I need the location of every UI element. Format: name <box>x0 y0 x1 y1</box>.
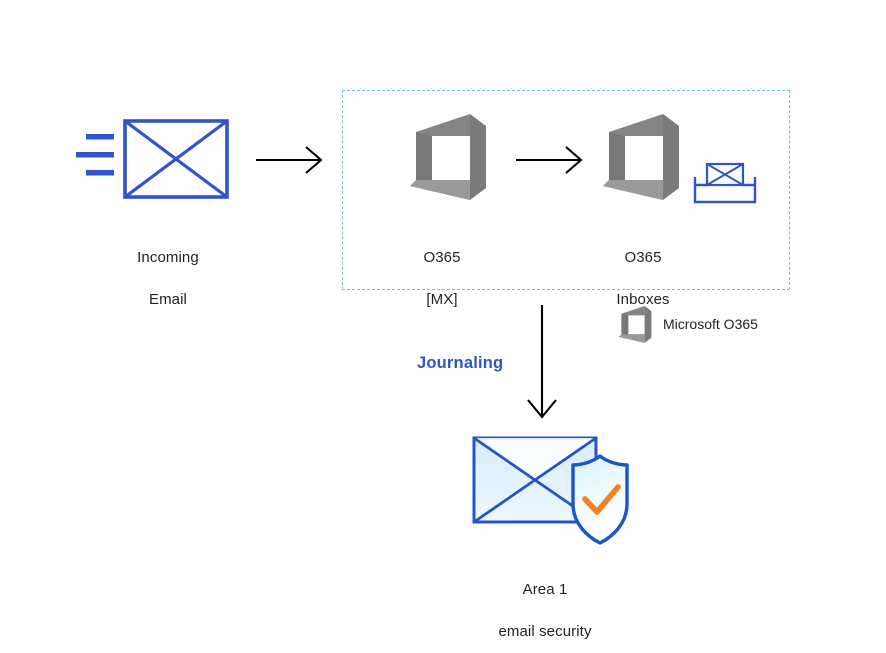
arrow-mx-to-inboxes <box>516 143 588 177</box>
badge-envelope-diagonal-2 <box>706 163 744 186</box>
o365-inboxes-node <box>601 108 685 204</box>
envelope-diagonal-2 <box>124 119 228 199</box>
office-right-face <box>644 306 652 343</box>
speed-line-middle <box>76 152 114 158</box>
area1-envelope-flap-fill <box>474 438 596 482</box>
speed-line-bottom <box>86 170 114 176</box>
arrow-head <box>305 146 323 174</box>
arrow-right-icon <box>516 146 583 174</box>
office-bottom-facet <box>618 334 645 343</box>
area1-shield <box>571 454 629 545</box>
office-bottom-facet <box>410 180 470 200</box>
o365-inboxes-caption: O365 Inboxes <box>578 226 708 331</box>
o365-mx-caption: O365 [MX] <box>382 226 502 331</box>
speed-line-top <box>86 134 114 140</box>
office-left-column <box>416 132 432 180</box>
incoming-email-node <box>72 118 232 212</box>
journaling-label: Journaling <box>417 354 504 372</box>
arrow-head <box>565 146 583 174</box>
arrow-down-icon <box>527 305 557 419</box>
microsoft-office-icon <box>603 114 679 200</box>
office-right-face <box>470 114 486 200</box>
microsoft-office-icon <box>618 306 652 343</box>
incoming-email-caption: Incoming Email <box>88 226 248 331</box>
legend: Microsoft O365 <box>618 303 758 345</box>
o365-mx-label-line1: O365 <box>423 249 461 266</box>
area1-caption: Area 1 email security <box>462 558 628 653</box>
inbox-tray-envelope-icon <box>693 162 757 204</box>
office-left-column <box>609 132 625 180</box>
office-bottom-facet <box>603 180 663 200</box>
area1-check-icon <box>582 484 621 515</box>
incoming-email-label-line2: Email <box>148 291 187 308</box>
envelope-shield-check-icon <box>472 436 629 545</box>
office-right-face <box>663 114 679 200</box>
area1-envelope-diagonal-2 <box>473 436 597 524</box>
envelope-icon <box>76 119 229 199</box>
arrow-incoming-to-mx <box>256 143 328 177</box>
arrow-right-icon <box>256 146 323 174</box>
incoming-email-label-line1: Incoming <box>137 249 199 266</box>
area1-node <box>470 432 634 548</box>
o365-boundary-box <box>342 90 790 290</box>
microsoft-office-icon <box>410 114 486 200</box>
o365-inboxes-label-line1: O365 <box>624 249 662 266</box>
o365-inboxes-badge <box>692 160 758 206</box>
area1-label-line1: Area 1 <box>522 581 568 598</box>
o365-mx-label-line2: [MX] <box>426 291 458 308</box>
o365-mx-node <box>408 108 492 204</box>
office-left-column <box>621 313 629 335</box>
area1-label-line2: email security <box>498 623 592 640</box>
o365-inboxes-label-line2: Inboxes <box>616 291 670 308</box>
arrow-head <box>527 399 557 419</box>
arrow-inboxes-to-area1 <box>522 303 562 425</box>
legend-label: Microsoft O365 <box>663 316 758 332</box>
